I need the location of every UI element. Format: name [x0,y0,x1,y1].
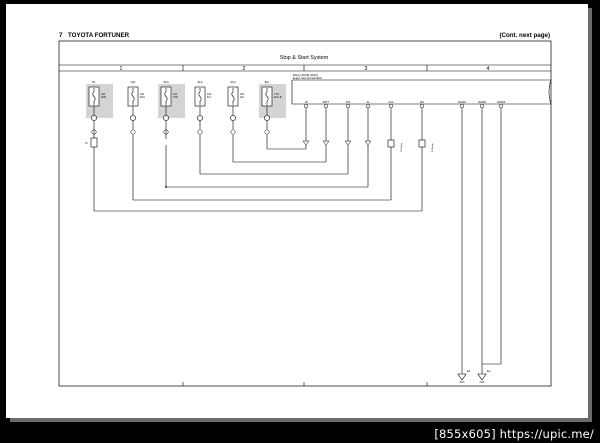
ecu-pin-label: +B [305,101,308,104]
fuse-terminal [264,115,270,121]
ecu-pin-label: IG [367,101,370,104]
ground-label: EA [487,370,491,373]
fuse-rating-label: IG1 [207,96,212,99]
st-relay-box [387,139,395,148]
ground-2: EA [477,370,491,383]
column-label-4: 4 [487,66,490,72]
ecu-pin-terminal [419,103,425,109]
ground-1: EA [457,370,471,383]
section-number: 7 [59,32,63,39]
column-label-2: 2 [243,66,246,72]
ground-label: EA [467,370,471,373]
wire-harness [93,108,502,374]
ecu-connector-label: E51(A), E51(B), E52(C) [293,74,318,77]
ecu-pin-terminal [365,103,371,109]
fuse-rating-label: IG2 [240,96,245,99]
splice-connector [90,137,98,148]
model-title: TOYOTA FORTUNER [68,32,130,39]
ecu-pin-label: SGND1 [458,101,467,104]
fuse-rating-label: 10A [240,93,245,96]
ground-symbols: EA EA [457,370,491,383]
fuse-rating-label: AM2 [101,96,107,99]
fuse-terminal [91,115,97,121]
ecu-pin-terminal [345,103,351,109]
watermark-badge: [855x605] https://upic.me/ [431,427,597,441]
ecu-pin-terminal [459,103,465,109]
fuse-code: B(1) [265,81,270,84]
column-label-1: 1 [120,66,123,72]
ground-icon [477,373,487,381]
wire-connector [230,129,236,135]
column-label-3: 3 [365,66,368,72]
fuse-icon [92,88,96,105]
fuse-rating-label: 20A [101,93,106,96]
fuse-rating-label: ECU [140,96,145,99]
fuse-icon [131,88,135,105]
fuse-code: W(1) [163,81,168,84]
fuse-rating-label: 7.5A [274,93,279,96]
fuse-icon [231,88,235,105]
fuse-group: B120AAM2H(2)10AECUW(1)10ASTRW(1)10AIG1W(… [86,81,286,135]
ecu-pin-label: BATT [323,101,329,104]
fuse-code: H(2) [131,81,136,84]
fuse-code: B1 [93,81,97,84]
ig-relay-label: IG Relay [432,143,434,152]
ecu-pin-label: ACC [388,101,393,104]
inline-connectors [302,140,372,146]
ecu-box [291,79,551,105]
schematic-sheet: 7 TOYOTA FORTUNER (Cont. next page) Stop… [6,4,588,418]
ecu-pin-label: SIG [420,101,424,104]
diagram-border [58,40,552,387]
fuse-rating-label: STR [173,96,178,99]
ecu-pin-terminal [388,103,394,109]
fuse-terminal [130,115,136,121]
fuse-icon [164,88,168,105]
ecu-pins: +B BATT STA IG ACC SIG SGND1 SGND2 SGND3 [303,101,506,109]
column-ticks [182,65,428,386]
fuse-terminal [163,115,169,121]
ecu-box-break [548,79,552,105]
wire-connector [130,129,136,135]
wire-connector [197,129,203,135]
ecu-pin-label: SGND3 [497,101,506,104]
ground-icon [457,373,467,381]
ecu-pin-terminal [479,103,485,109]
wire-connector [264,129,270,135]
ecu-pin-terminal [498,103,504,109]
fuse-rating-label: 10A [173,93,178,96]
ecu-pin-terminal [323,103,329,109]
system-title: Stop & Start System [280,55,329,61]
ig-relay-box [418,139,426,148]
continuation-note: (Cont. next page) [499,32,550,39]
ecu-pin-label: STA [346,101,351,104]
junction-dots [165,186,167,188]
splice-label: J5 [85,142,88,145]
fuse-terminal [230,115,236,121]
wiring-diagram: 7 TOYOTA FORTUNER (Cont. next page) Stop… [58,32,552,387]
ecu-name-label: Engine Stop and Start ECU [293,77,322,80]
fuse-code: W(1) [230,81,235,84]
fuse-code: W(1) [197,81,202,84]
fuse-icon [198,88,202,105]
ecu-pin-label: SGND2 [478,101,487,104]
ecu-pin-terminal [303,103,309,109]
st-relay-label: ST Relay [401,142,403,152]
fuse-icon [265,88,269,105]
fuse-terminal [197,115,203,121]
fuse-rating-label: ECU-B [274,96,282,99]
fuse-rating-label: 10A [207,93,212,96]
fuse-rating-label: 10A [140,93,145,96]
